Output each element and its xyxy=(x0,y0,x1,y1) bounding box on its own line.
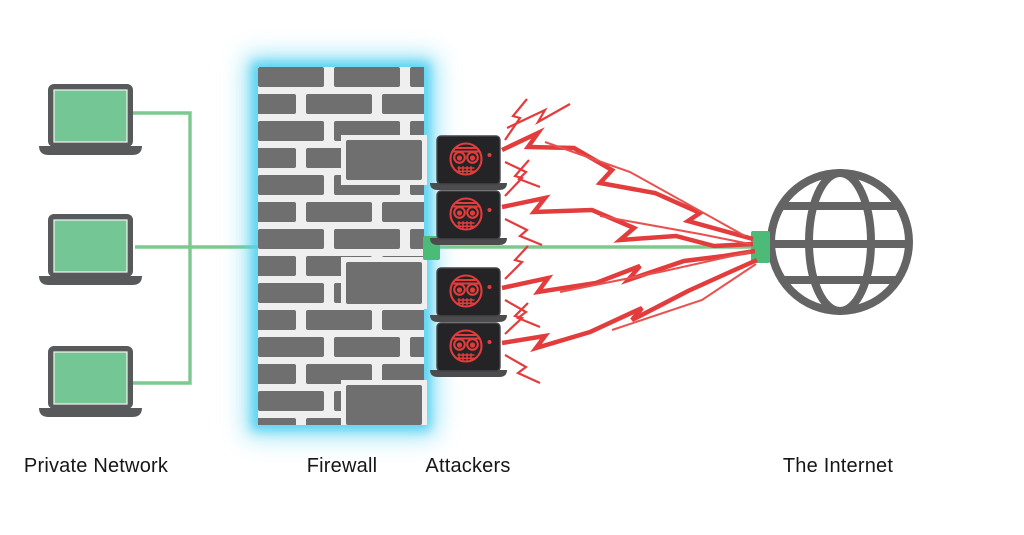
attackers-label: Attackers xyxy=(425,455,511,477)
internet-label: The Internet xyxy=(782,455,894,477)
attack-lightning-bolts xyxy=(501,98,758,385)
brick-wall-icon xyxy=(258,67,427,425)
laptop-icon xyxy=(38,213,143,286)
firewall-group xyxy=(246,56,440,436)
firewall-label: Firewall xyxy=(306,455,378,477)
private-network-lines xyxy=(131,111,260,385)
internet-group xyxy=(751,169,913,315)
skull-laptop-icon xyxy=(428,321,509,379)
laptop-icon xyxy=(38,345,143,418)
skull-laptop-icon xyxy=(428,189,509,247)
skull-laptop-icon xyxy=(428,134,509,192)
globe-icon xyxy=(767,169,913,315)
skull-laptop-icon xyxy=(428,266,509,324)
private-network-label: Private Network xyxy=(23,455,169,477)
attackers-group xyxy=(428,134,509,379)
private-network-group xyxy=(38,83,143,418)
internet-port-connector xyxy=(751,231,770,263)
laptop-icon xyxy=(38,83,143,156)
